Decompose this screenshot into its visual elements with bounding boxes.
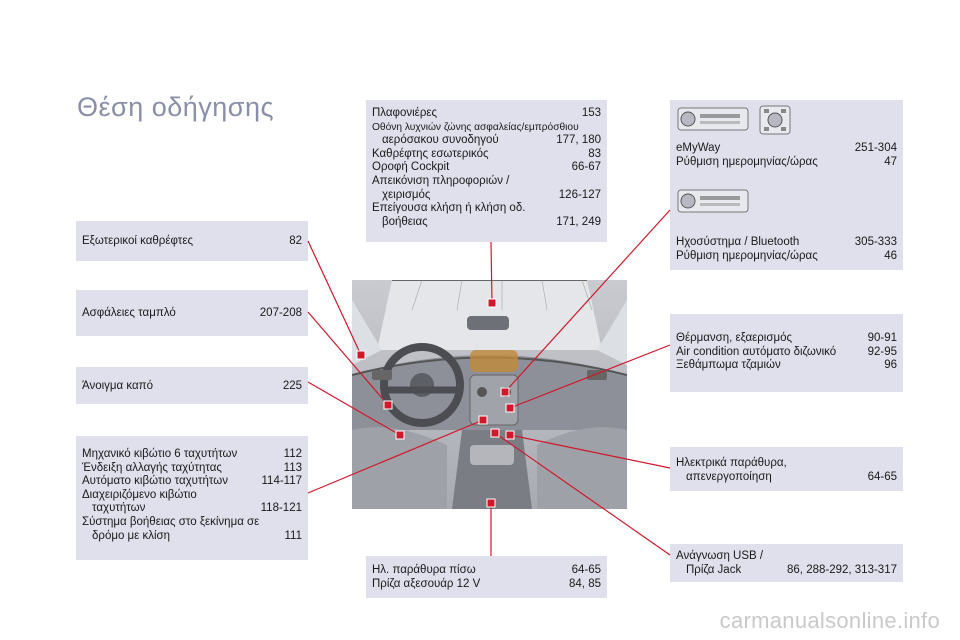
box-ceiling-controls: Πλαφονιέρες 153 Οθόνη λυχνιών ζώνης ασφαλ… <box>366 100 607 242</box>
label: Πλαφονιέρες <box>372 107 438 119</box>
page-ref[interactable]: 113 <box>283 461 302 474</box>
page-ref[interactable]: 47 <box>884 155 897 168</box>
label: Ένδειξη αλλαγής ταχύτητας <box>82 461 222 474</box>
label: Ξεθάμπωμα τζαμιών <box>676 359 781 372</box>
callout-marker <box>486 498 496 508</box>
page-ref[interactable]: 114-117 <box>261 475 303 488</box>
label: απενεργοποίηση <box>686 470 772 483</box>
audio-panel-icon <box>677 189 749 213</box>
box-electric-windows: Ηλεκτρικά παράθυρα, απενεργοποίηση 64-65 <box>670 447 903 491</box>
page-ref[interactable]: 64-65 <box>571 564 601 576</box>
page-ref[interactable]: 225 <box>282 380 302 392</box>
page-ref[interactable]: 305-333 <box>854 236 897 248</box>
callout-marker <box>395 430 405 440</box>
watermark: carmanualsonline.info <box>719 608 940 633</box>
page-ref[interactable]: 153 <box>581 107 601 119</box>
page-ref[interactable]: 111 <box>284 529 302 542</box>
callout-marker <box>383 400 393 410</box>
label: Αυτόματο κιβώτιο ταχυτήτων <box>82 475 228 488</box>
label: Μηχανικό κιβώτιο 6 ταχυτήτων <box>82 448 238 460</box>
label: eMyWay <box>676 142 721 154</box>
page-ref[interactable]: 46 <box>884 249 897 262</box>
box-gearbox: Μηχανικό κιβώτιο 6 ταχυτήτων 112 Ένδειξη … <box>76 436 308 560</box>
radio-panel-icon <box>677 105 791 135</box>
page-ref[interactable]: 84, 85 <box>569 577 601 590</box>
label: Πρίζα Jack <box>686 563 742 576</box>
page-ref[interactable]: 82 <box>289 235 302 247</box>
page-ref[interactable]: 126-127 <box>558 188 601 201</box>
audio-panel-illustration <box>676 184 756 225</box>
page-ref[interactable]: 251-304 <box>854 142 897 154</box>
page-ref[interactable]: 112 <box>283 448 302 460</box>
box-rear-windows: Ηλ. παράθυρα πίσω 64-65 Πρίζα αξεσουάρ 12… <box>366 556 607 598</box>
page-ref[interactable]: 118-121 <box>260 502 302 515</box>
label: Ηχοσύστημα / Bluetooth <box>676 236 800 248</box>
page-title: Θέση οδήγησης <box>77 92 274 122</box>
page-ref[interactable]: 177, 180 <box>556 134 601 147</box>
page-ref[interactable]: 171, 249 <box>556 215 601 228</box>
dashboard-photo <box>352 280 627 509</box>
label: Επείγουσα κλήση ή κλήση οδ. <box>372 202 526 215</box>
box-usb: Ανάγνωση USB / Πρίζα Jack 86, 288-292, 31… <box>670 544 903 582</box>
callout-marker <box>505 430 515 440</box>
label: Ασφάλειες ταμπλό <box>82 307 176 319</box>
page-ref[interactable]: 90-91 <box>867 332 897 344</box>
label: Οθόνη λυχνιών ζώνης ασφαλείας/εμπρόσθιου <box>372 121 579 133</box>
page-ref[interactable]: 207-208 <box>259 307 302 319</box>
callout-marker <box>505 403 515 413</box>
emyway-panel-illustration <box>676 102 796 143</box>
label: Καθρέφτης εσωτερικός <box>372 147 489 160</box>
box-bonnet-opening: Άνοιγμα καπό 225 <box>76 367 308 404</box>
box-exterior-mirrors: Εξωτερικοί καθρέφτες 82 <box>76 221 308 261</box>
label: ταχυτήτων <box>92 502 146 515</box>
label: Εξωτερικοί καθρέφτες <box>82 235 193 247</box>
page-ref[interactable]: 83 <box>588 147 601 160</box>
callout-marker <box>356 350 366 360</box>
label: δρόμο με κλίση <box>92 529 171 542</box>
page-ref[interactable]: 64-65 <box>867 470 897 483</box>
label: Air condition αυτόματο διζωνικό <box>676 345 837 358</box>
page-ref[interactable]: 92-95 <box>867 345 897 358</box>
box-heating: Θέρμανση, εξαερισμός 90-91 Air condition … <box>670 314 903 392</box>
label: χειρισμός <box>382 188 431 201</box>
label: αερόσακου συνοδηγού <box>382 134 499 147</box>
label: Ρύθμιση ημερομηνίας/ώρας <box>676 249 818 262</box>
label: Οροφή Cockpit <box>372 161 450 174</box>
label: Πρίζα αξεσουάρ 12 V <box>372 577 481 590</box>
label: Θέρμανση, εξαερισμός <box>676 332 793 344</box>
box-dashboard-fuses: Ασφάλειες ταμπλό 207-208 <box>76 290 308 336</box>
label: βοήθειας <box>382 215 428 228</box>
page-ref[interactable]: 66-67 <box>571 161 601 174</box>
label: Ηλ. παράθυρα πίσω <box>372 564 476 576</box>
callout-marker <box>500 387 510 397</box>
callout-marker <box>478 415 488 425</box>
page-ref[interactable]: 96 <box>884 359 897 372</box>
box-emyway-audio: eMyWay 251-304 Ρύθμιση ημερομηνίας/ώρας 47… <box>670 100 903 270</box>
callout-marker <box>487 298 497 308</box>
label: Ανάγνωση USB / <box>676 550 764 562</box>
callout-marker <box>490 428 500 438</box>
label: Ρύθμιση ημερομηνίας/ώρας <box>676 155 818 168</box>
label: Ηλεκτρικά παράθυρα, <box>676 457 787 469</box>
label: Σύστημα βοήθειας στο ξεκίνημα σε <box>82 515 260 528</box>
page-ref[interactable]: 86, 288-292, 313-317 <box>787 563 897 576</box>
label: Άνοιγμα καπό <box>82 380 153 392</box>
label: Διαχειριζόμενο κιβώτιο <box>82 488 197 501</box>
label: Απεικόνιση πληροφοριών / <box>372 174 510 187</box>
